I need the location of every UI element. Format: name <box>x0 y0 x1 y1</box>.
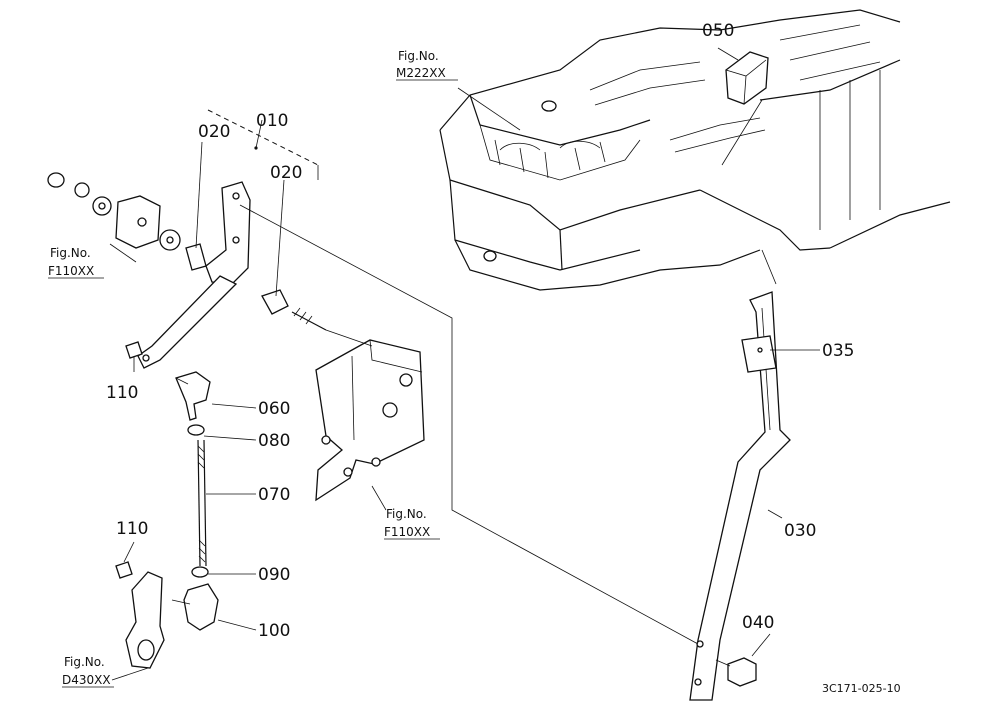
ball-joint-100 <box>171 583 219 631</box>
threaded-stud <box>291 311 327 331</box>
label-090: 090 <box>258 565 290 585</box>
label-010: 010 <box>256 111 288 131</box>
label-040: 040 <box>742 613 774 633</box>
label-020-right: 020 <box>270 163 302 183</box>
label-050: 050 <box>702 21 734 41</box>
lever-arm-010 <box>137 181 251 369</box>
console-housing <box>439 9 951 291</box>
mounting-bracket <box>315 339 425 502</box>
lever-030 <box>689 291 791 701</box>
label-060: 060 <box>258 399 290 419</box>
label-030: 030 <box>784 521 816 541</box>
knob-050 <box>725 51 769 105</box>
label-080: 080 <box>258 431 290 451</box>
pivot-bracket-top <box>115 195 161 249</box>
figref-f110-top-code: F110XX <box>48 264 94 278</box>
figref-f110-top-prefix: Fig.No. <box>50 246 91 260</box>
figref-d430-code: D430XX <box>62 673 111 687</box>
bracket-035 <box>741 335 777 373</box>
label-100: 100 <box>258 621 290 641</box>
figref-m222-prefix: Fig.No. <box>398 49 439 63</box>
washer-hole <box>166 236 174 244</box>
nut-110-top <box>125 341 143 359</box>
nut-090 <box>191 566 209 578</box>
bolt-040 <box>715 657 757 687</box>
label-110-top: 110 <box>106 383 138 403</box>
bushing-020-right <box>261 289 289 315</box>
drawing-code: 3C171-025-10 <box>822 682 901 695</box>
nut-stack-top <box>47 172 112 216</box>
ball-joint-060 <box>175 371 211 421</box>
figref-f110-mid-code: F110XX <box>384 525 430 539</box>
leader-lines <box>109 47 820 681</box>
figref-m222-code: M222XX <box>396 66 446 80</box>
nut-110-bottom <box>115 561 133 579</box>
figref-f110-mid-prefix: Fig.No. <box>386 507 427 521</box>
nut-080 <box>187 424 205 436</box>
lower-bracket <box>125 571 165 669</box>
label-020-left: 020 <box>198 122 230 142</box>
stud-threads <box>293 307 313 325</box>
rod-070 <box>197 439 207 567</box>
figref-d430-prefix: Fig.No. <box>64 655 105 669</box>
label-070: 070 <box>258 485 290 505</box>
label-035: 035 <box>822 341 854 361</box>
label-110-bottom: 110 <box>116 519 148 539</box>
